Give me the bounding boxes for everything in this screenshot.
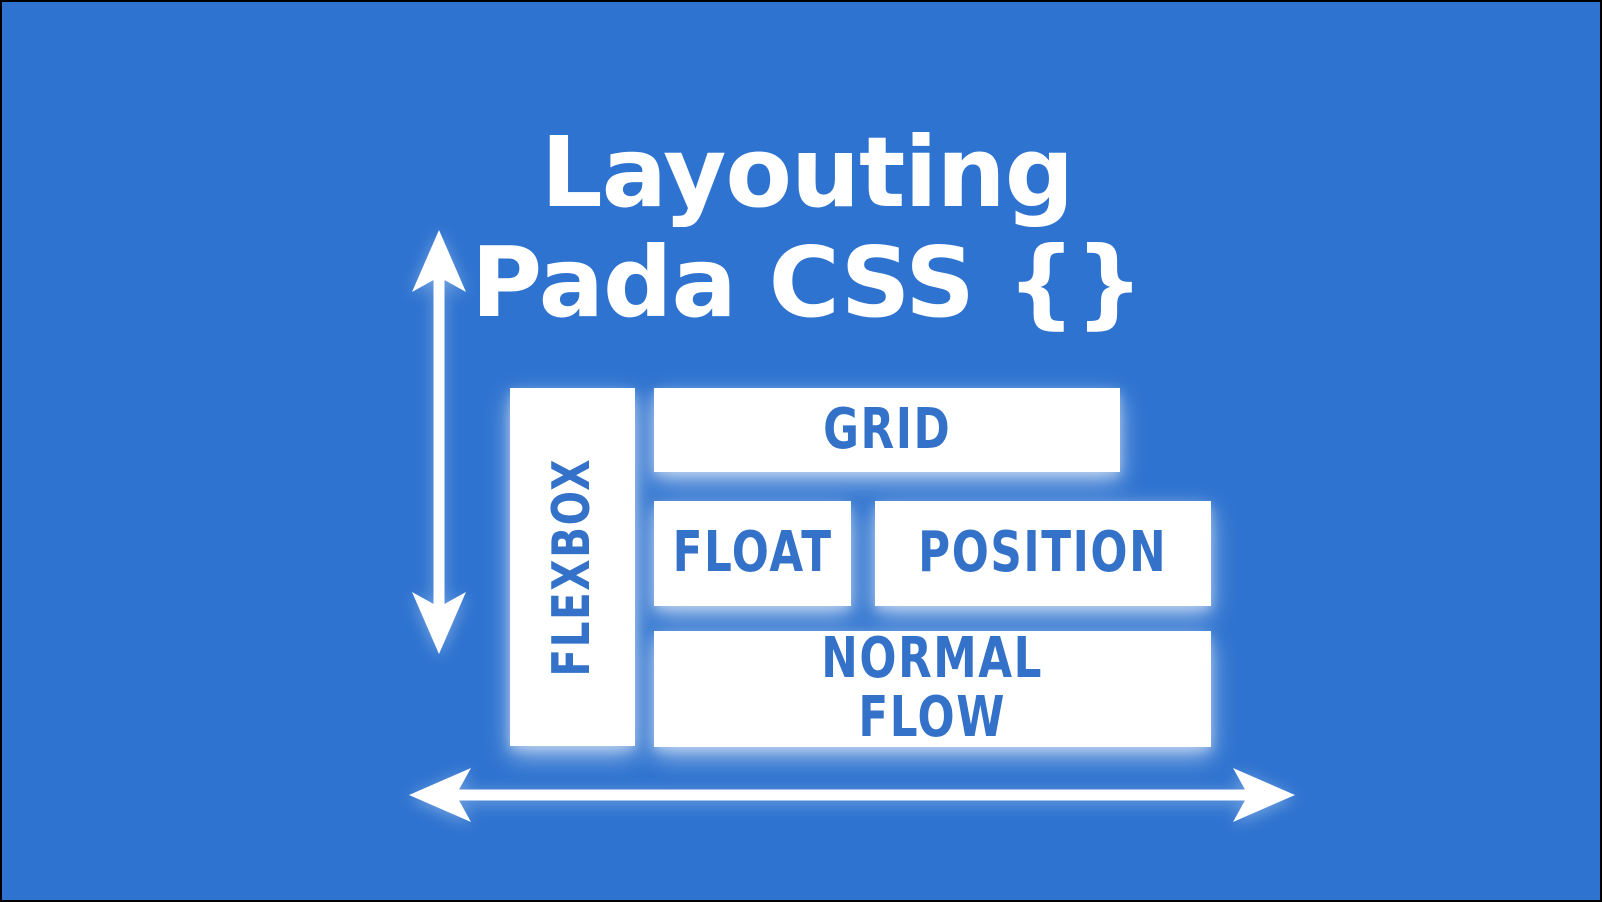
position-label: POSITION [918,520,1168,586]
horizontal-double-arrow-icon [409,768,1295,822]
normal-flow-box: NORMAL FLOW [654,626,1211,750]
float-label: FLOAT [672,520,833,586]
vertical-double-arrow-icon [412,230,466,654]
flexbox-box: FLEXBOX [510,388,635,746]
position-box: POSITION [875,501,1211,606]
grid-label: GRID [822,396,952,462]
title-line-1: Layouting [540,116,1074,229]
page-title: Layouting Pada CSS {} [8,118,1602,337]
normal-flow-label: NORMAL FLOW [821,626,1044,750]
flexbox-label: FLEXBOX [542,457,603,677]
float-box: FLOAT [654,501,851,606]
grid-box: GRID [654,388,1120,472]
title-line-2: Pada CSS {} [471,225,1144,339]
